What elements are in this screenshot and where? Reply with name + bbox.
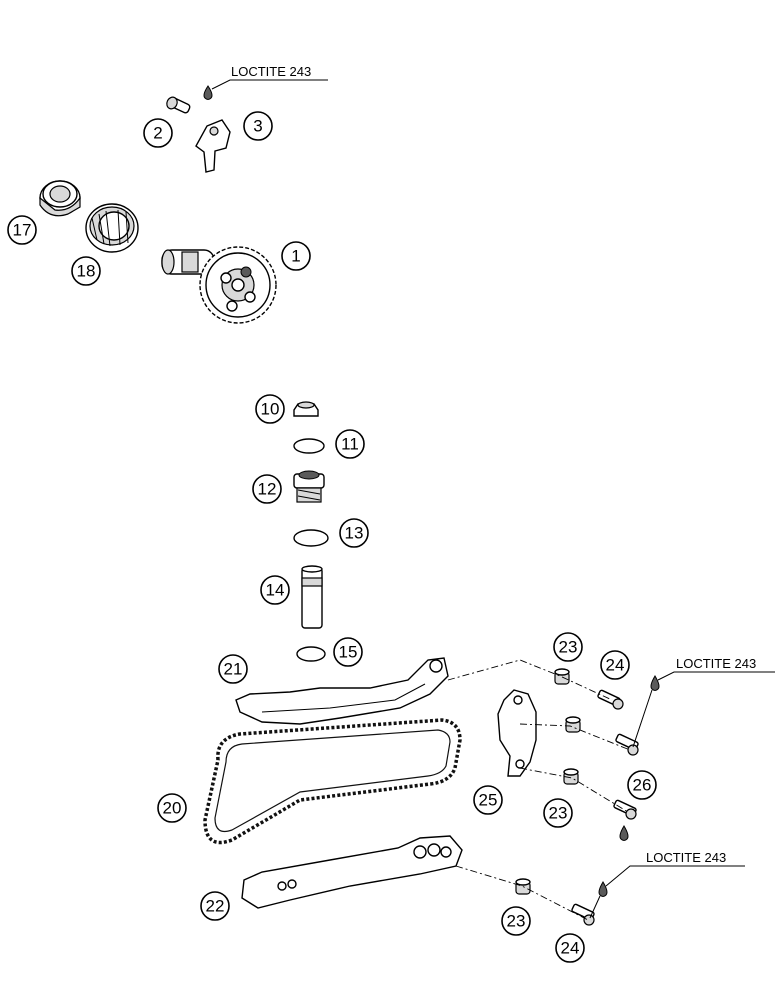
svg-text:11: 11 xyxy=(341,435,359,454)
sleeve-part-23-middle xyxy=(565,716,581,733)
callout-12: 12 xyxy=(252,474,282,504)
svg-text:24: 24 xyxy=(606,656,625,675)
svg-text:LOCTITE 243: LOCTITE 243 xyxy=(231,64,311,79)
callout-1: 1 xyxy=(281,241,311,271)
callout-18: 18 xyxy=(71,256,101,286)
svg-text:13: 13 xyxy=(345,524,364,543)
loctite-drop-right xyxy=(632,671,775,748)
tensioner-plunger-part-14 xyxy=(301,565,323,629)
tensioner-housing-part-12 xyxy=(293,470,325,503)
bracket-part-3 xyxy=(195,119,231,173)
svg-text:LOCTITE 243: LOCTITE 243 xyxy=(646,850,726,865)
sleeve-part-23-lower xyxy=(563,768,579,785)
camshaft-part-1 xyxy=(161,246,277,324)
callout-21: 21 xyxy=(218,654,248,684)
callout-23-top: 23 xyxy=(553,632,583,662)
callout-11: 11 xyxy=(335,429,365,459)
plug-part-10 xyxy=(293,401,319,417)
svg-text:12: 12 xyxy=(258,480,277,499)
alignment-line-lower xyxy=(519,767,629,813)
callout-24-bottom: 24 xyxy=(555,933,585,963)
svg-text:22: 22 xyxy=(206,897,225,916)
screw-part-26-lower xyxy=(613,799,637,820)
loctite-label-right: LOCTITE 243 xyxy=(676,656,756,671)
bearing-ring-part-18 xyxy=(85,203,139,253)
svg-text:1: 1 xyxy=(291,247,300,266)
callout-23-middle: 23 xyxy=(543,798,573,828)
loctite-label-bottom: LOCTITE 243 xyxy=(646,850,726,865)
screw-part-24-bottom xyxy=(571,903,595,926)
svg-text:26: 26 xyxy=(633,776,652,795)
o-ring-part-13 xyxy=(293,529,329,547)
callout-13: 13 xyxy=(339,518,369,548)
callout-22: 22 xyxy=(200,891,230,921)
svg-text:2: 2 xyxy=(153,124,162,143)
svg-text:23: 23 xyxy=(507,912,526,931)
chain-rail-part-22 xyxy=(241,835,463,909)
loctite-drop-top xyxy=(203,79,328,100)
svg-text:20: 20 xyxy=(163,799,182,818)
screw-part-24-top xyxy=(597,689,624,710)
callout-25: 25 xyxy=(473,785,503,815)
svg-text:3: 3 xyxy=(253,117,262,136)
callout-2: 2 xyxy=(143,118,173,148)
o-ring-part-11 xyxy=(293,438,325,454)
callout-3: 3 xyxy=(243,111,273,141)
callout-24-top: 24 xyxy=(600,650,630,680)
svg-text:23: 23 xyxy=(549,804,568,823)
callout-23-bottom: 23 xyxy=(501,906,531,936)
svg-text:25: 25 xyxy=(479,791,498,810)
guide-part-25 xyxy=(497,689,537,777)
svg-text:15: 15 xyxy=(339,643,358,662)
svg-text:17: 17 xyxy=(13,221,32,240)
callout-15: 15 xyxy=(333,637,363,667)
sleeve-part-23-top xyxy=(554,668,570,685)
svg-text:LOCTITE 243: LOCTITE 243 xyxy=(676,656,756,671)
chain-guide-rail-part-21 xyxy=(235,657,449,725)
svg-text:18: 18 xyxy=(77,262,96,281)
loctite-drop-middle xyxy=(619,825,629,841)
callout-17: 17 xyxy=(7,215,37,245)
alignment-line-upper xyxy=(447,659,613,701)
loctite-label-top: LOCTITE 243 xyxy=(231,64,311,79)
loctite-drop-bottom xyxy=(589,865,745,919)
o-ring-part-15 xyxy=(296,646,326,662)
svg-text:10: 10 xyxy=(261,400,280,419)
svg-text:21: 21 xyxy=(224,660,243,679)
alignment-line-middle xyxy=(519,723,631,751)
screw-part-26 xyxy=(615,733,639,756)
callout-26: 26 xyxy=(627,770,657,800)
svg-text:14: 14 xyxy=(266,581,285,600)
callout-14: 14 xyxy=(260,575,290,605)
svg-text:24: 24 xyxy=(561,939,580,958)
callout-10: 10 xyxy=(255,394,285,424)
needle-bearing-part-17 xyxy=(39,180,81,217)
timing-chain-part-20 xyxy=(203,718,462,845)
screw-part-2 xyxy=(166,96,191,114)
svg-text:23: 23 xyxy=(559,638,578,657)
callout-20: 20 xyxy=(157,793,187,823)
